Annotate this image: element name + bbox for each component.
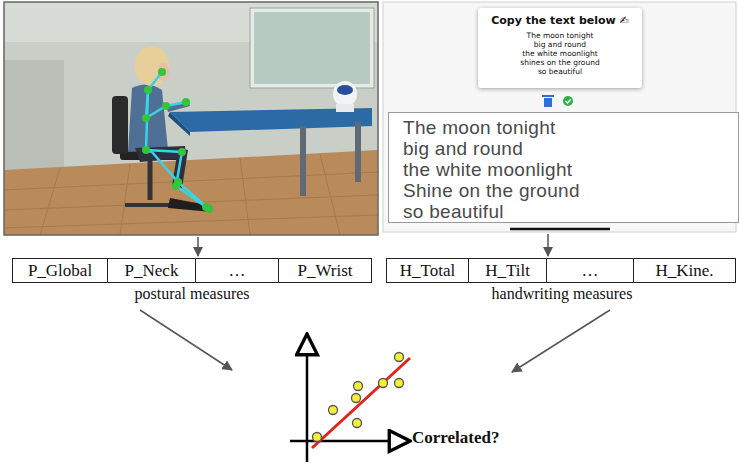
measure-cell: P_Neck: [107, 258, 196, 283]
measure-name: P_Neck: [125, 261, 179, 281]
measure-name: H_Kine.: [655, 261, 713, 281]
measure-name: P_Global: [28, 261, 92, 281]
handwritten-line: Shine on the ground: [403, 180, 738, 201]
measure-cell: H_Tilt: [468, 258, 547, 283]
trash-icon: [542, 95, 554, 107]
measure-cell: P_Global: [12, 258, 108, 283]
card-heading: Copy the text below ✍: [482, 14, 638, 27]
measure-name: P_Wrist: [297, 261, 352, 281]
scatter-chart: [290, 336, 410, 462]
measure-cell: H_Total: [386, 258, 469, 283]
measure-cell: …: [546, 258, 634, 283]
prompt-card: Copy the text below ✍ The moon tonightbig…: [478, 8, 642, 88]
measure-name: H_Total: [400, 261, 455, 281]
handwritten-line: The moon tonight: [403, 117, 738, 138]
handwritten-line: the white moonlight: [403, 159, 738, 180]
measure-name: H_Tilt: [485, 261, 530, 281]
prompt-line: so beautiful: [482, 67, 638, 76]
handwritten-line: so beautiful: [403, 201, 738, 222]
check-icon: [563, 96, 573, 106]
measure-cell: H_Kine.: [633, 258, 736, 283]
handwriting-pad: The moon tonightbig and roundthe white m…: [388, 112, 739, 223]
prompt-line: shines on the ground: [482, 58, 638, 67]
prompt-line: The moon tonight: [482, 31, 638, 40]
measure-name: …: [229, 261, 246, 281]
measure-cell: …: [195, 258, 279, 283]
flow-arrows: [140, 234, 610, 372]
group-label: postural measures: [134, 285, 249, 303]
classroom-photo: [4, 2, 378, 235]
prompt-line: the white moonlight: [482, 49, 638, 58]
prompt-line: big and round: [482, 40, 638, 49]
group-label: handwriting measures: [492, 285, 633, 303]
measure-name: …: [582, 261, 599, 281]
axis-question: Correlated?: [412, 428, 500, 448]
measure-cell: P_Wrist: [278, 258, 372, 283]
handwritten-line: big and round: [403, 138, 738, 159]
